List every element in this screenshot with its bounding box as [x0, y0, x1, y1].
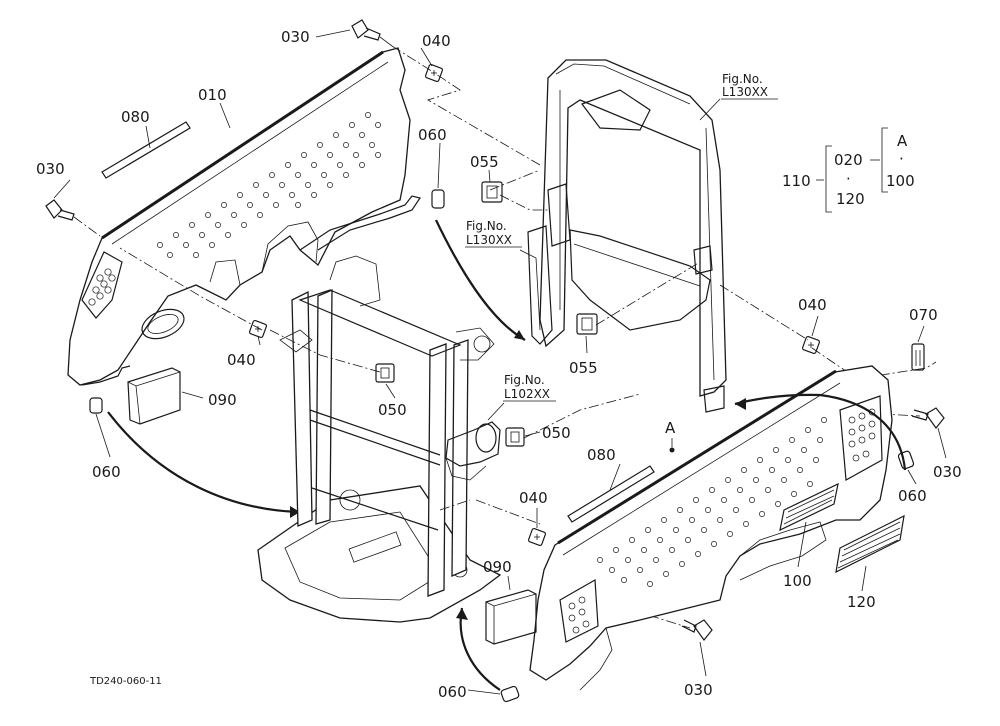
right-louvre-slots: [568, 408, 876, 634]
fig-ref-top-right-line2: L130XX: [722, 85, 768, 99]
callout-030-right: 030: [933, 463, 962, 481]
right-rubber-washer: [801, 335, 821, 355]
left-clip-nut: [375, 363, 395, 383]
right-clip-nut: [505, 427, 525, 447]
callout-090-left: 090: [208, 391, 237, 409]
right-seal-strip: [567, 465, 655, 523]
callout-050-left: 050: [378, 401, 407, 419]
callout-090-right: 090: [483, 558, 512, 576]
right-knob-bolt: [911, 407, 945, 429]
right-insulation-pad: [485, 589, 537, 645]
callout-060-left: 060: [92, 463, 121, 481]
drawing-id: TD240-060-11: [89, 676, 162, 687]
fig-ref-center-line2: L102XX: [504, 387, 550, 401]
callout-010: 010: [198, 86, 227, 104]
callout-120: 120: [847, 593, 876, 611]
right-pivot-pin: [734, 393, 915, 471]
left-knob-bolt: [45, 199, 101, 237]
callout-055-top: 055: [470, 153, 499, 171]
middle-clip-nut: [576, 313, 598, 335]
callout-030-bottom: 030: [684, 681, 713, 699]
callout-100: 100: [783, 572, 812, 590]
left-pivot-pin: [89, 397, 301, 518]
callout-030-top: 030: [281, 28, 310, 46]
fig-ref-center: Fig.No. L102XX: [503, 373, 556, 402]
top-knob-bolt: [351, 19, 393, 47]
callout-030-left: 030: [36, 160, 65, 178]
left-side-cover-panel: [67, 47, 411, 386]
fig-ref-top-right: Fig.No. L130XX: [721, 72, 778, 100]
legend-dot: ·: [846, 170, 851, 188]
left-panel-vent-pattern: [157, 112, 381, 258]
callout-040-left: 040: [227, 351, 256, 369]
callout-070: 070: [909, 306, 938, 324]
right-panel-vent-pattern: [597, 417, 827, 587]
callout-040-mid: 040: [519, 489, 548, 507]
legend-upper: 020: [834, 151, 863, 169]
decal-label-120: [835, 514, 905, 574]
legend-sub-bottom: 100: [886, 172, 915, 190]
callout-060-top: 060: [418, 126, 447, 144]
callout-060-bottom: 060: [438, 683, 467, 701]
callout-080-right: 080: [587, 446, 616, 464]
bottom-knob-bolt: [681, 619, 713, 641]
callout-040-right: 040: [798, 296, 827, 314]
cover-stopper-070: [911, 343, 925, 371]
legend-sub-top: A: [897, 132, 908, 150]
bottom-pivot-pin: [456, 607, 520, 703]
middle-rubber-washer: [527, 527, 547, 547]
assembly-legend: 110 020 · 120 A · 100: [782, 127, 915, 213]
left-louvre-slots: [88, 268, 116, 306]
callout-050-right: 050: [542, 424, 571, 442]
fig-ref-mid-left: Fig.No. L130XX: [465, 219, 522, 248]
fig-ref-top-right-line1: Fig.No.: [722, 72, 763, 86]
reference-point-a: [669, 447, 675, 453]
left-panel-stay-rod: [299, 195, 421, 251]
callout-a-panel: A: [665, 419, 676, 437]
legend-root: 110: [782, 172, 811, 190]
fig-ref-mid-left-line2: L130XX: [466, 233, 512, 247]
fig-ref-mid-left-line1: Fig.No.: [466, 219, 507, 233]
left-insulation-pad: [127, 367, 181, 425]
left-rubber-washer: [248, 319, 268, 339]
legend-lower: 120: [836, 190, 865, 208]
left-seal-strip: [101, 121, 191, 179]
top-pivot-pin: [431, 189, 526, 341]
top-clip-nut: [481, 181, 503, 203]
decal-label-100: [779, 482, 839, 532]
legend-sub-dot: ·: [899, 150, 904, 168]
callout-060-right: 060: [898, 487, 927, 505]
center-blower-housing: [445, 421, 501, 481]
rear-cab-frame: [527, 59, 727, 413]
fig-ref-center-line1: Fig.No.: [504, 373, 545, 387]
right-side-cover-panel: [529, 365, 893, 691]
callout-055-mid: 055: [569, 359, 598, 377]
leader-lines: [53, 29, 947, 695]
callout-040-top: 040: [422, 32, 451, 50]
callout-080-left: 080: [121, 108, 150, 126]
center-frame-uprights: [279, 255, 495, 597]
